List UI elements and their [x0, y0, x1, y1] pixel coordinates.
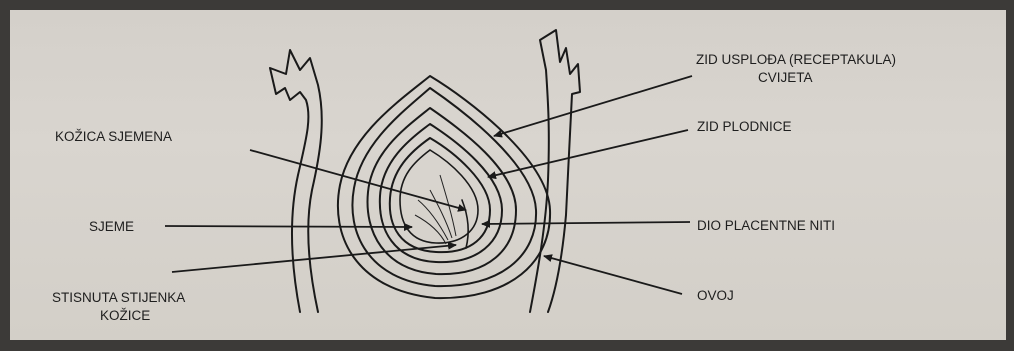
receptacle-wall-label-line1: ZID USPLOĐA (RECEPTAKULA)	[696, 52, 896, 67]
ovary-wall-label: ZID PLODNICE	[697, 119, 792, 134]
placental-thread-arrow	[482, 222, 690, 224]
envelope-label: OVOJ	[697, 288, 734, 303]
right-envelope-outline	[530, 30, 580, 312]
seed-coat-label: KOŽICA SJEMENA	[55, 129, 172, 144]
seed-arrow	[165, 226, 412, 227]
placental-thread-stub	[462, 200, 468, 248]
receptacle-wall-label-line2: CVIJETA	[758, 70, 813, 85]
receptacle-wall-arrow	[494, 76, 692, 136]
compressed-wall-label-line1: STISNUTA STIJENKA	[52, 290, 185, 305]
seed-coat-arrow	[250, 150, 466, 210]
seed-label: SJEME	[89, 219, 134, 234]
envelope-arrow	[544, 256, 682, 294]
seed-detail-line	[430, 190, 452, 238]
ovary-wall-arrow	[488, 130, 688, 177]
seed-coat-inner	[400, 150, 478, 243]
left-envelope-outline	[270, 50, 322, 312]
compressed-wall-label-line2: KOŽICE	[100, 308, 150, 323]
placental-thread-label: DIO PLACENTNE NITI	[697, 218, 835, 233]
